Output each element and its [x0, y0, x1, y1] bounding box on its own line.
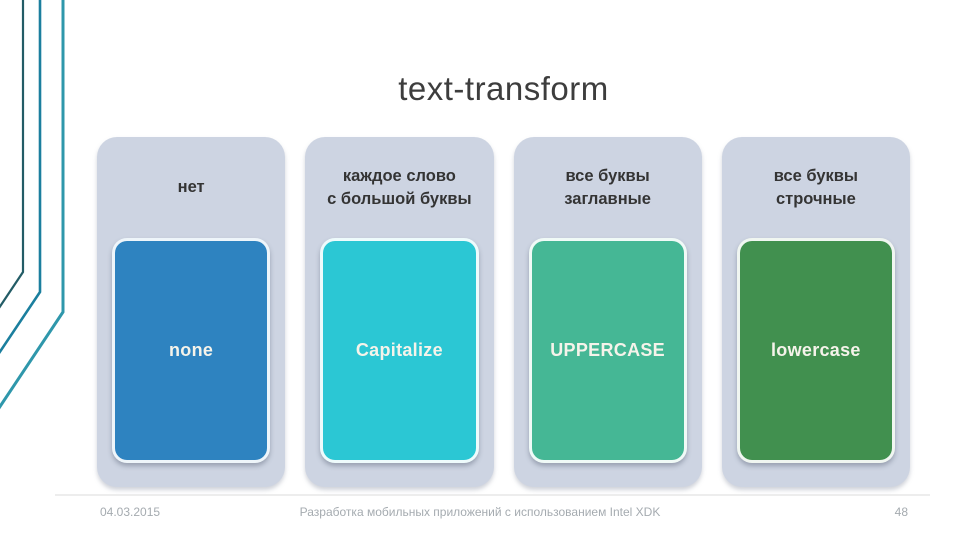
footer-divider [55, 494, 930, 496]
decoration-line-light [0, 0, 65, 410]
column-none-card: none [112, 238, 271, 463]
decoration-line-dark [0, 0, 25, 309]
column-lowercase-value: lowercase [770, 340, 861, 360]
footer-date: 04.03.2015 [100, 505, 161, 519]
column-none-value: none [169, 340, 214, 360]
column-lowercase-description: все буквы строчные [773, 167, 859, 208]
column-lowercase: все буквы строчные lowercase [721, 137, 910, 487]
footer-course-title: Разработка мобильных приложений с исполь… [299, 505, 661, 519]
column-capitalize-value: Capitalize [355, 340, 443, 360]
left-lines-decoration-icon [0, 0, 65, 410]
column-capitalize: каждое слово с большой буквы Capitalize [305, 137, 494, 487]
column-uppercase: все буквы заглавные UPPERCASE [513, 137, 702, 487]
column-none: нет none [97, 137, 286, 487]
column-uppercase-description: все буквы заглавные [564, 167, 651, 208]
column-uppercase-card: UPPERCASE [528, 238, 687, 463]
column-uppercase-value: UPPERCASE [550, 340, 665, 360]
transform-columns: нет none каждое слово с большой буквы Ca… [97, 137, 910, 487]
page-title: text-transform [398, 70, 609, 107]
decoration-line-mid [0, 0, 42, 355]
column-lowercase-card: lowercase [736, 238, 895, 463]
column-none-description: нет [177, 178, 205, 197]
column-capitalize-description: каждое слово с большой буквы [327, 167, 472, 208]
column-capitalize-card: Capitalize [320, 238, 479, 463]
footer-page-number: 48 [894, 505, 908, 519]
